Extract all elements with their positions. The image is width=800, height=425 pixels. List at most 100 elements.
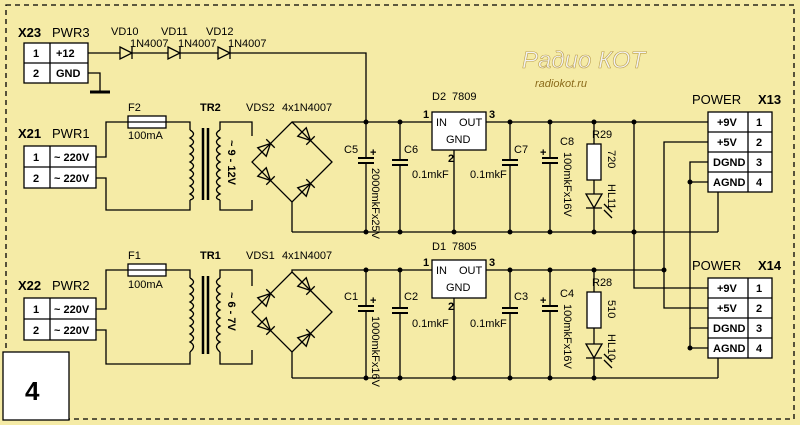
resistor-r28-icon [586, 291, 602, 329]
tr1-voltage: ~ 6 - 7V [225, 292, 237, 331]
regulator-d1: IN OUT GND D1 7805 1 3 2 [423, 241, 495, 313]
x22-pin1-label: ~ 220V [54, 304, 90, 316]
x14-name: POWER [692, 258, 741, 273]
c8-plus: + [540, 147, 546, 159]
c6-value: 0.1mkF [412, 169, 449, 181]
x22-ref: X22 [18, 278, 41, 293]
c8-ref: C8 [560, 136, 574, 148]
x14-pin3-label: DGND [713, 323, 745, 335]
x14-ref: X14 [758, 258, 782, 273]
c1-ref: C1 [344, 291, 358, 303]
vd11-part: 1N4007 [178, 38, 217, 50]
x13-pin1-label: +9V [717, 117, 738, 129]
c7-ref: C7 [514, 144, 528, 156]
c4-ref: C4 [560, 288, 574, 300]
d2-ref: D2 [432, 91, 446, 103]
c7-value: 0.1mkF [470, 169, 507, 181]
c4-plus: + [540, 295, 546, 307]
f1-ref: F1 [128, 250, 141, 262]
x14-pin1-num: 1 [756, 283, 762, 295]
d2-pin3: 3 [489, 109, 495, 121]
vd10-ref: VD10 [111, 26, 139, 38]
x13-pin2-label: +5V [717, 137, 738, 149]
watermark: Радио КОТ radiokot.ru [522, 47, 648, 90]
d1-pin3: 3 [489, 257, 495, 269]
outer-frame [5, 4, 795, 420]
x22-name: PWR2 [52, 278, 90, 293]
x13-pin4-label: AGND [713, 177, 745, 189]
d1-in: IN [436, 265, 447, 277]
regulator-d2: IN OUT GND D2 7809 1 3 2 [423, 91, 495, 165]
d1-gnd: GND [446, 282, 471, 294]
x23-pin1-label: +12 [56, 48, 75, 60]
r28-ref: R28 [592, 277, 612, 289]
d2-gnd: GND [446, 134, 471, 146]
c4-value: 100mkFx16V [561, 304, 573, 369]
vds2-part: 4x1N4007 [282, 102, 332, 114]
connector-x22: X22 PWR2 1 ~ 220V 2 ~ 220V [18, 278, 97, 341]
vds1-ref: VDS1 [246, 250, 275, 262]
c2-value: 0.1mkF [412, 318, 449, 330]
connector-x23: X23 PWR3 1 +12 2 GND [18, 25, 90, 84]
f2-value: 100mA [128, 130, 164, 142]
connector-x14: POWER X14 +9V +5V DGND AGND 1 2 3 4 [692, 258, 782, 359]
vds1-part: 4x1N4007 [282, 250, 332, 262]
x14-pin2-label: +5V [717, 303, 738, 315]
figure-number-box: 4 [2, 351, 70, 421]
c3-value: 0.1mkF [470, 318, 507, 330]
r28-value: 510 [605, 300, 617, 318]
x21-pin1-label: ~ 220V [54, 152, 90, 164]
vd12-part: 1N4007 [228, 38, 267, 50]
tr2-ref: TR2 [200, 102, 221, 114]
transformer-tr1-icon [188, 276, 222, 354]
x23-name: PWR3 [52, 25, 90, 40]
figure-number: 4 [25, 376, 40, 406]
x14-pin2-num: 2 [756, 303, 762, 315]
vd11-ref: VD11 [161, 26, 188, 38]
tr2-voltage: ~ 9 - 12V [225, 140, 237, 186]
c2-ref: C2 [404, 291, 418, 303]
d2-part: 7809 [452, 91, 476, 103]
x13-pin2-num: 2 [756, 137, 762, 149]
vds2-ref: VDS2 [246, 102, 275, 114]
c5-value: 2000mkFx25V [369, 168, 381, 240]
x22-pin1-num: 1 [33, 304, 39, 316]
d1-pin2: 2 [448, 301, 454, 313]
x21-pin1-num: 1 [33, 152, 39, 164]
x23-pin2-label: GND [56, 68, 81, 80]
x21-pin2-label: ~ 220V [54, 173, 90, 185]
resistor-r29-icon [586, 143, 602, 181]
f2-ref: F2 [128, 102, 141, 114]
x14-pin3-num: 3 [756, 323, 762, 335]
c5-ref: C5 [344, 144, 358, 156]
x13-pin4-num: 4 [756, 177, 763, 189]
f1-value: 100mA [128, 279, 164, 291]
x21-pin2-num: 2 [33, 173, 39, 185]
d1-pin1: 1 [423, 257, 429, 269]
d2-pin2: 2 [448, 153, 454, 165]
x23-pin1-num: 1 [33, 48, 39, 60]
x13-name: POWER [692, 92, 741, 107]
x13-pin3-num: 3 [756, 157, 762, 169]
vd10-part: 1N4007 [130, 38, 169, 50]
c1-value: 1000mkFx16V [369, 316, 381, 388]
connector-x13: POWER X13 +9V +5V DGND AGND 1 2 3 4 [692, 92, 781, 193]
x14-pin1-label: +9V [717, 283, 738, 295]
x21-name: PWR1 [52, 126, 90, 141]
hl11-ref: HL11 [605, 184, 617, 209]
watermark-title: Радио КОТ [522, 47, 648, 74]
bridge-vds1-icon [251, 271, 333, 353]
r29-ref: R29 [592, 129, 612, 141]
transformer-tr2-icon [188, 128, 222, 201]
bridge-vds2-icon [251, 121, 333, 203]
led-hl10-icon [584, 343, 613, 369]
x22-pin2-num: 2 [33, 325, 39, 337]
c5-plus: + [370, 147, 376, 159]
d1-out: OUT [459, 265, 483, 277]
c6-ref: C6 [404, 144, 418, 156]
watermark-url: radiokot.ru [535, 78, 587, 90]
x14-pin4-num: 4 [756, 343, 763, 355]
connector-x21: X21 PWR1 1 ~ 220V 2 ~ 220V [18, 126, 97, 189]
